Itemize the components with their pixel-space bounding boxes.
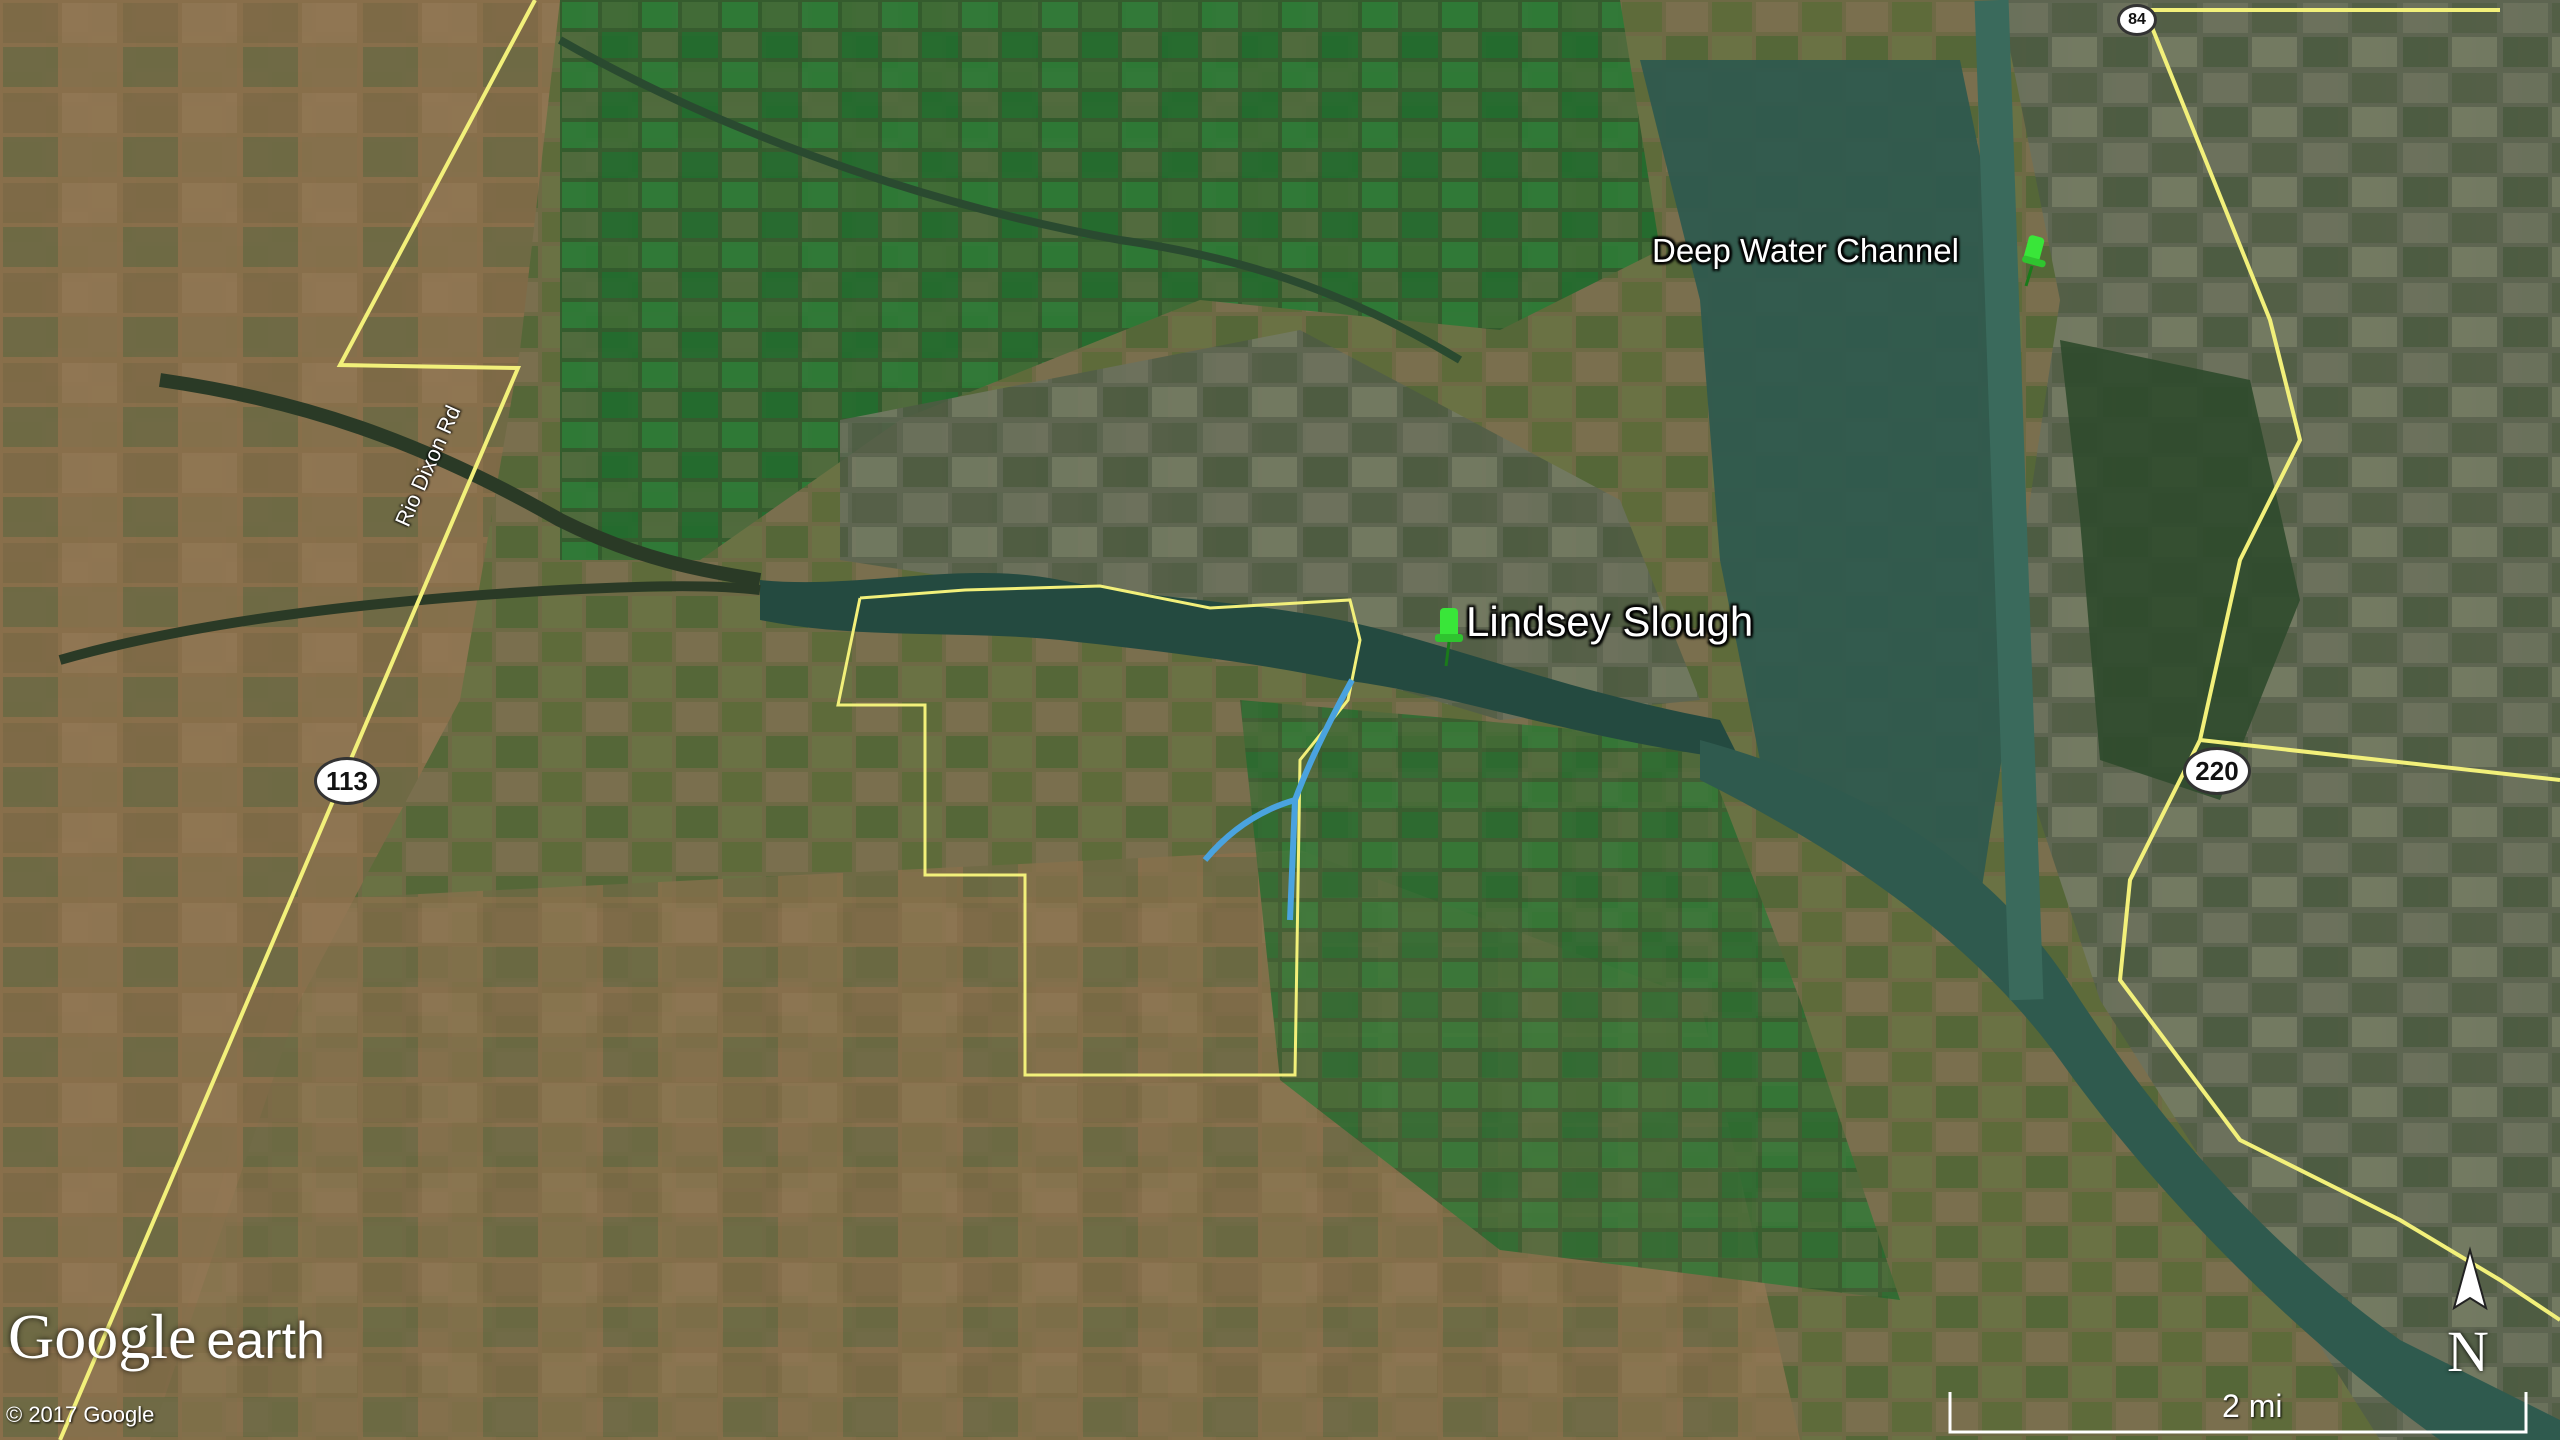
- pushpin-icon[interactable]: [1432, 606, 1468, 668]
- scale-bar: [1948, 1392, 2528, 1434]
- farmland-center: [840, 330, 1700, 720]
- stream-channel-main: [1287, 678, 1355, 921]
- logo-earth: earth: [206, 1312, 325, 1370]
- scale-label: 2 mi: [2222, 1388, 2283, 1424]
- creek-southwest: [58, 581, 761, 665]
- route-113-shield: 113: [314, 757, 380, 805]
- stream-channel-branch: [1202, 797, 1296, 862]
- pushpin-icon[interactable]: [2018, 234, 2052, 288]
- logo-google: Google: [8, 1301, 197, 1372]
- county-boundary-east: [2117, 9, 2560, 1322]
- route-84-shield: 84: [2117, 4, 2157, 36]
- copyright-text: © 2017 Google: [6, 1402, 155, 1427]
- preserve-boundary: [836, 584, 1362, 1077]
- green-fields-center: [1240, 700, 1900, 1300]
- creek-west: [159, 373, 762, 587]
- wetland-east: [2060, 340, 2300, 800]
- deep-water-channel-label[interactable]: Deep Water Channel: [1652, 232, 1959, 269]
- sacramento-river: [1700, 740, 2560, 1440]
- deep-water-channel: [1974, 0, 2044, 1001]
- lindsey-slough-water: [760, 572, 1740, 760]
- dry-hills-west: [0, 0, 560, 1440]
- route-220-shield: 220: [2183, 747, 2251, 795]
- green-fields-north: [560, 0, 1660, 560]
- deep-water-wetland: [1640, 60, 2020, 900]
- lindsey-slough-label[interactable]: Lindsey Slough: [1466, 598, 1754, 645]
- canal-north: [558, 36, 1463, 364]
- county-boundary-west: [58, 0, 537, 1440]
- north-arrow-icon: [2452, 1246, 2488, 1311]
- north-label: N: [2447, 1319, 2489, 1384]
- county-boundary-east-ridge: [2199, 738, 2560, 782]
